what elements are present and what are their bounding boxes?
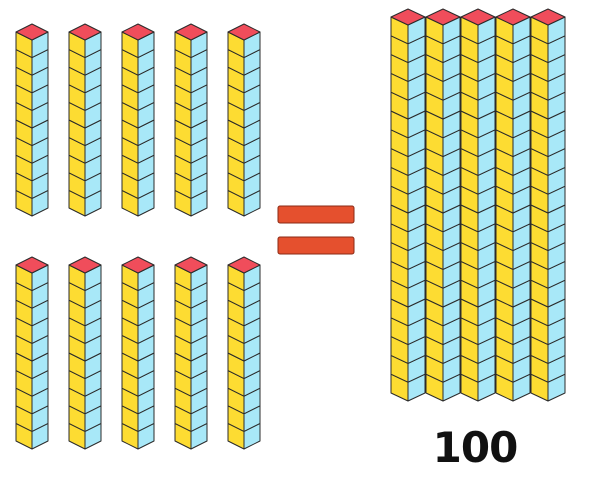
left-rod: [15, 256, 49, 450]
left-rod-group-top: [15, 23, 261, 217]
equals-bar: [277, 205, 355, 224]
rod-top-face: [227, 23, 261, 41]
right-rod: [460, 8, 496, 402]
right-rod: [425, 8, 461, 402]
left-rod: [121, 23, 155, 217]
rod-top-face: [68, 23, 102, 41]
left-rod: [174, 256, 208, 450]
total-label: 100: [432, 423, 519, 472]
left-rod: [227, 23, 261, 217]
right-rod: [530, 8, 566, 402]
rod-top-face: [174, 256, 208, 274]
rod-top-face: [174, 23, 208, 41]
rod-top-face: [121, 256, 155, 274]
left-rod: [68, 23, 102, 217]
left-rod: [121, 256, 155, 450]
left-rod: [68, 256, 102, 450]
right-rod: [495, 8, 531, 402]
rod-top-face: [425, 8, 461, 26]
equals-bar: [277, 236, 355, 255]
rod-top-face: [227, 256, 261, 274]
rod-top-face: [460, 8, 496, 26]
right-rod-group: [390, 8, 566, 402]
rod-top-face: [15, 256, 49, 274]
left-rod: [174, 23, 208, 217]
rod-top-face: [15, 23, 49, 41]
left-rod: [227, 256, 261, 450]
rod-top-face: [68, 256, 102, 274]
left-rod: [15, 23, 49, 217]
right-rod: [390, 8, 426, 402]
rod-top-face: [390, 8, 426, 26]
rod-top-face: [121, 23, 155, 41]
equals-sign: [277, 205, 355, 255]
rod-top-face: [495, 8, 531, 26]
rod-top-face: [530, 8, 566, 26]
left-rod-group-bottom: [15, 256, 261, 450]
